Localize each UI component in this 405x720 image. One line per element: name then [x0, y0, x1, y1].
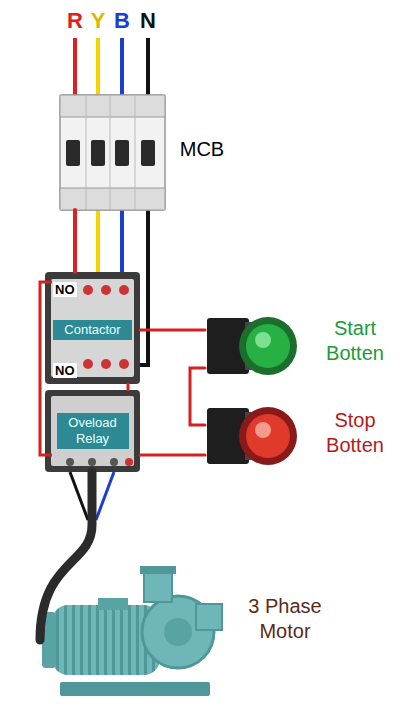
device-name: Oveload Relay	[57, 413, 129, 448]
overload-relay: Oveload Relay	[45, 390, 140, 472]
phase-label: B	[110, 8, 134, 34]
device-name: Contactor	[53, 320, 132, 340]
mcb-body	[60, 95, 165, 210]
device-label: MCB	[172, 137, 232, 162]
wire	[140, 329, 205, 332]
start-button-symbol	[207, 317, 297, 375]
wire	[127, 384, 130, 390]
motor: 3 Phase Motor	[40, 560, 225, 700]
mcb: MCB	[60, 95, 165, 210]
stop-button: Stop Botten	[205, 400, 300, 472]
contact-label: NO	[53, 363, 77, 378]
contact-label: NO	[53, 282, 77, 297]
device-label: 3 Phase Motor	[230, 594, 340, 644]
contactor: NOContactorNO	[45, 272, 140, 384]
wire	[40, 472, 92, 640]
wire	[73, 210, 77, 272]
phase-label: Y	[86, 8, 110, 34]
wire	[190, 368, 205, 425]
phase-label: R	[63, 8, 87, 34]
overload-relay-body	[45, 390, 140, 472]
wire	[140, 454, 205, 457]
device-label: Start Botten	[315, 316, 395, 366]
device-label: Stop Botten	[315, 408, 395, 458]
contactor-body	[45, 272, 140, 384]
motor-illustration	[42, 566, 222, 696]
phase-label: N	[136, 8, 160, 34]
control-wire	[40, 282, 52, 455]
start-button: Start Botten	[205, 310, 300, 382]
stop-button-symbol	[207, 407, 297, 465]
